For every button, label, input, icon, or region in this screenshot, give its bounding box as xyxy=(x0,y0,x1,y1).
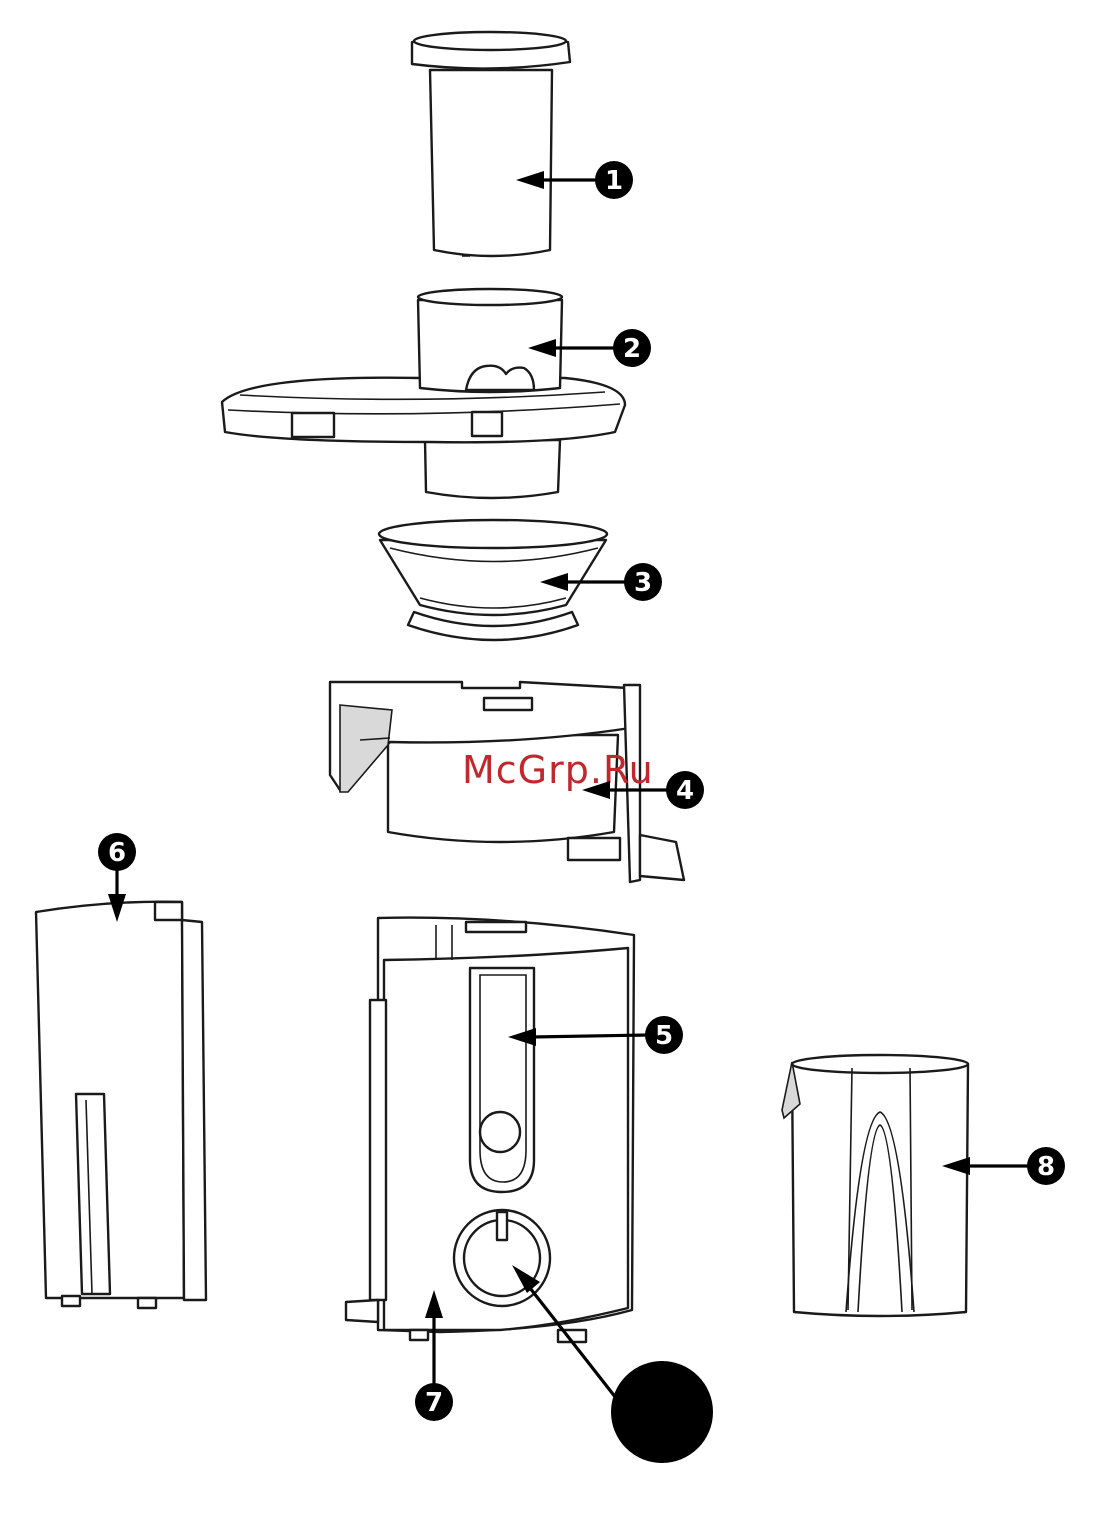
callout-marker-5: 5 xyxy=(645,1016,683,1054)
callout-label-1: 1 xyxy=(605,166,623,196)
callout-label-6: 6 xyxy=(108,838,126,868)
callout-label-7: 7 xyxy=(425,1388,443,1418)
callout-marker-6: 6 xyxy=(98,833,136,871)
callout-marker-3: 3 xyxy=(624,563,662,601)
callout-marker-9 xyxy=(611,1361,713,1463)
leader-5 xyxy=(532,1035,648,1037)
motor-base xyxy=(346,918,634,1342)
filter-basket xyxy=(379,520,607,640)
callout-marker-1: 1 xyxy=(595,161,633,199)
callout-marker-7: 7 xyxy=(415,1383,453,1421)
callout-label-4: 4 xyxy=(676,776,694,806)
pulp-container xyxy=(36,902,206,1308)
watermark-text: McGrp.Ru xyxy=(462,748,654,792)
callout-label-8: 8 xyxy=(1037,1152,1055,1182)
juicer-cover xyxy=(222,289,625,498)
food-pusher xyxy=(412,32,570,256)
juice-jug xyxy=(782,1055,968,1316)
callout-label-5: 5 xyxy=(655,1021,673,1051)
callout-marker-2: 2 xyxy=(613,329,651,367)
callout-label-2: 2 xyxy=(623,334,641,364)
callout-label-3: 3 xyxy=(634,568,652,598)
callout-marker-4: 4 xyxy=(666,771,704,809)
callout-marker-8: 8 xyxy=(1027,1147,1065,1185)
